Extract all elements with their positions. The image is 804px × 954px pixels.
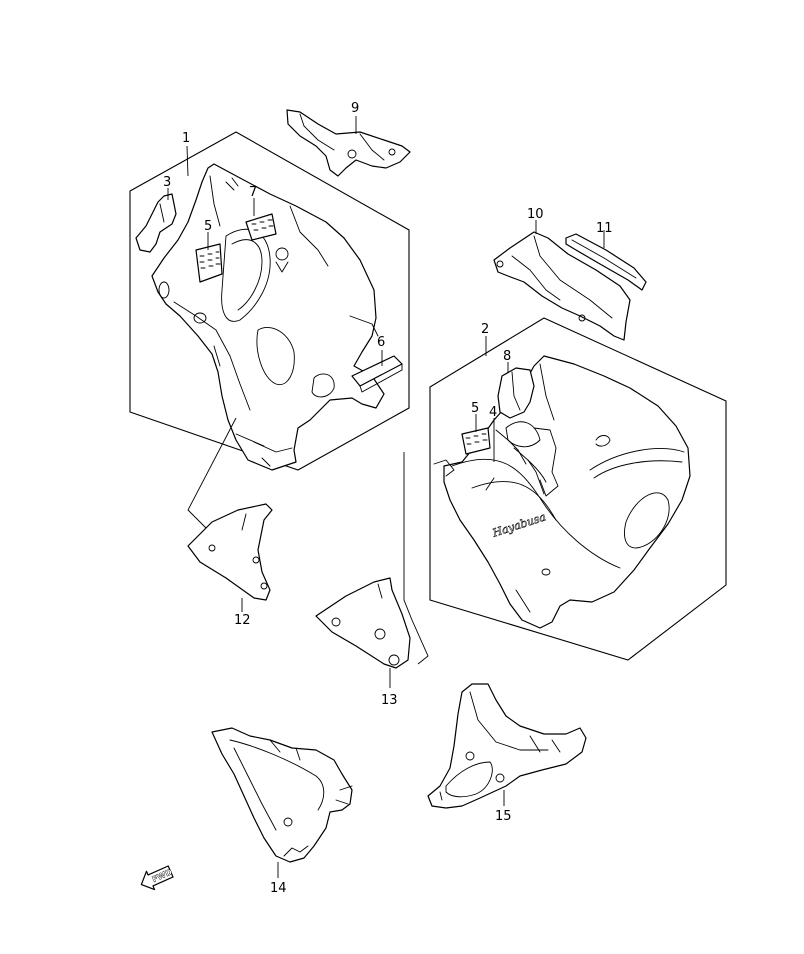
callout-14: 14	[270, 881, 287, 896]
callout-2: 2	[481, 322, 489, 337]
part-2-upper-cowl: Hayabusa	[433, 355, 691, 629]
forward-arrow-icon: FWD	[140, 865, 174, 891]
callout-5-left: 5	[204, 219, 212, 234]
callout-9: 9	[351, 101, 359, 116]
part-13-panel	[315, 577, 411, 669]
callout-10: 10	[527, 207, 544, 222]
assembly-box-2	[429, 317, 727, 661]
assembly-box-1	[129, 131, 410, 471]
part-5-mesh-right	[461, 427, 491, 455]
part-12-panel	[187, 503, 273, 601]
part-5-mesh-left	[195, 243, 223, 283]
callout-8: 8	[503, 349, 511, 364]
callout-15: 15	[495, 809, 512, 824]
callout-13: 13	[381, 693, 398, 708]
part-11-strip	[565, 233, 647, 291]
callout-11: 11	[596, 221, 613, 236]
part-14-side-panel	[211, 727, 353, 863]
callout-3: 3	[163, 175, 171, 190]
part-6-pad	[351, 355, 403, 393]
part-4-decal	[495, 429, 527, 465]
callout-6: 6	[377, 335, 385, 350]
callout-1: 1	[182, 131, 190, 146]
callout-12: 12	[234, 613, 251, 628]
part-8-clip	[497, 367, 535, 419]
callout-4: 4	[489, 405, 497, 420]
part-15-lower-fairing	[427, 683, 587, 809]
part-7-mesh	[245, 213, 277, 241]
part-1-inner-panel	[151, 163, 385, 471]
part-9-bracket	[286, 109, 411, 177]
part-3-clip	[135, 193, 177, 253]
callout-7: 7	[249, 185, 257, 200]
part-10-duct	[493, 231, 631, 341]
callout-5-right: 5	[471, 401, 479, 416]
